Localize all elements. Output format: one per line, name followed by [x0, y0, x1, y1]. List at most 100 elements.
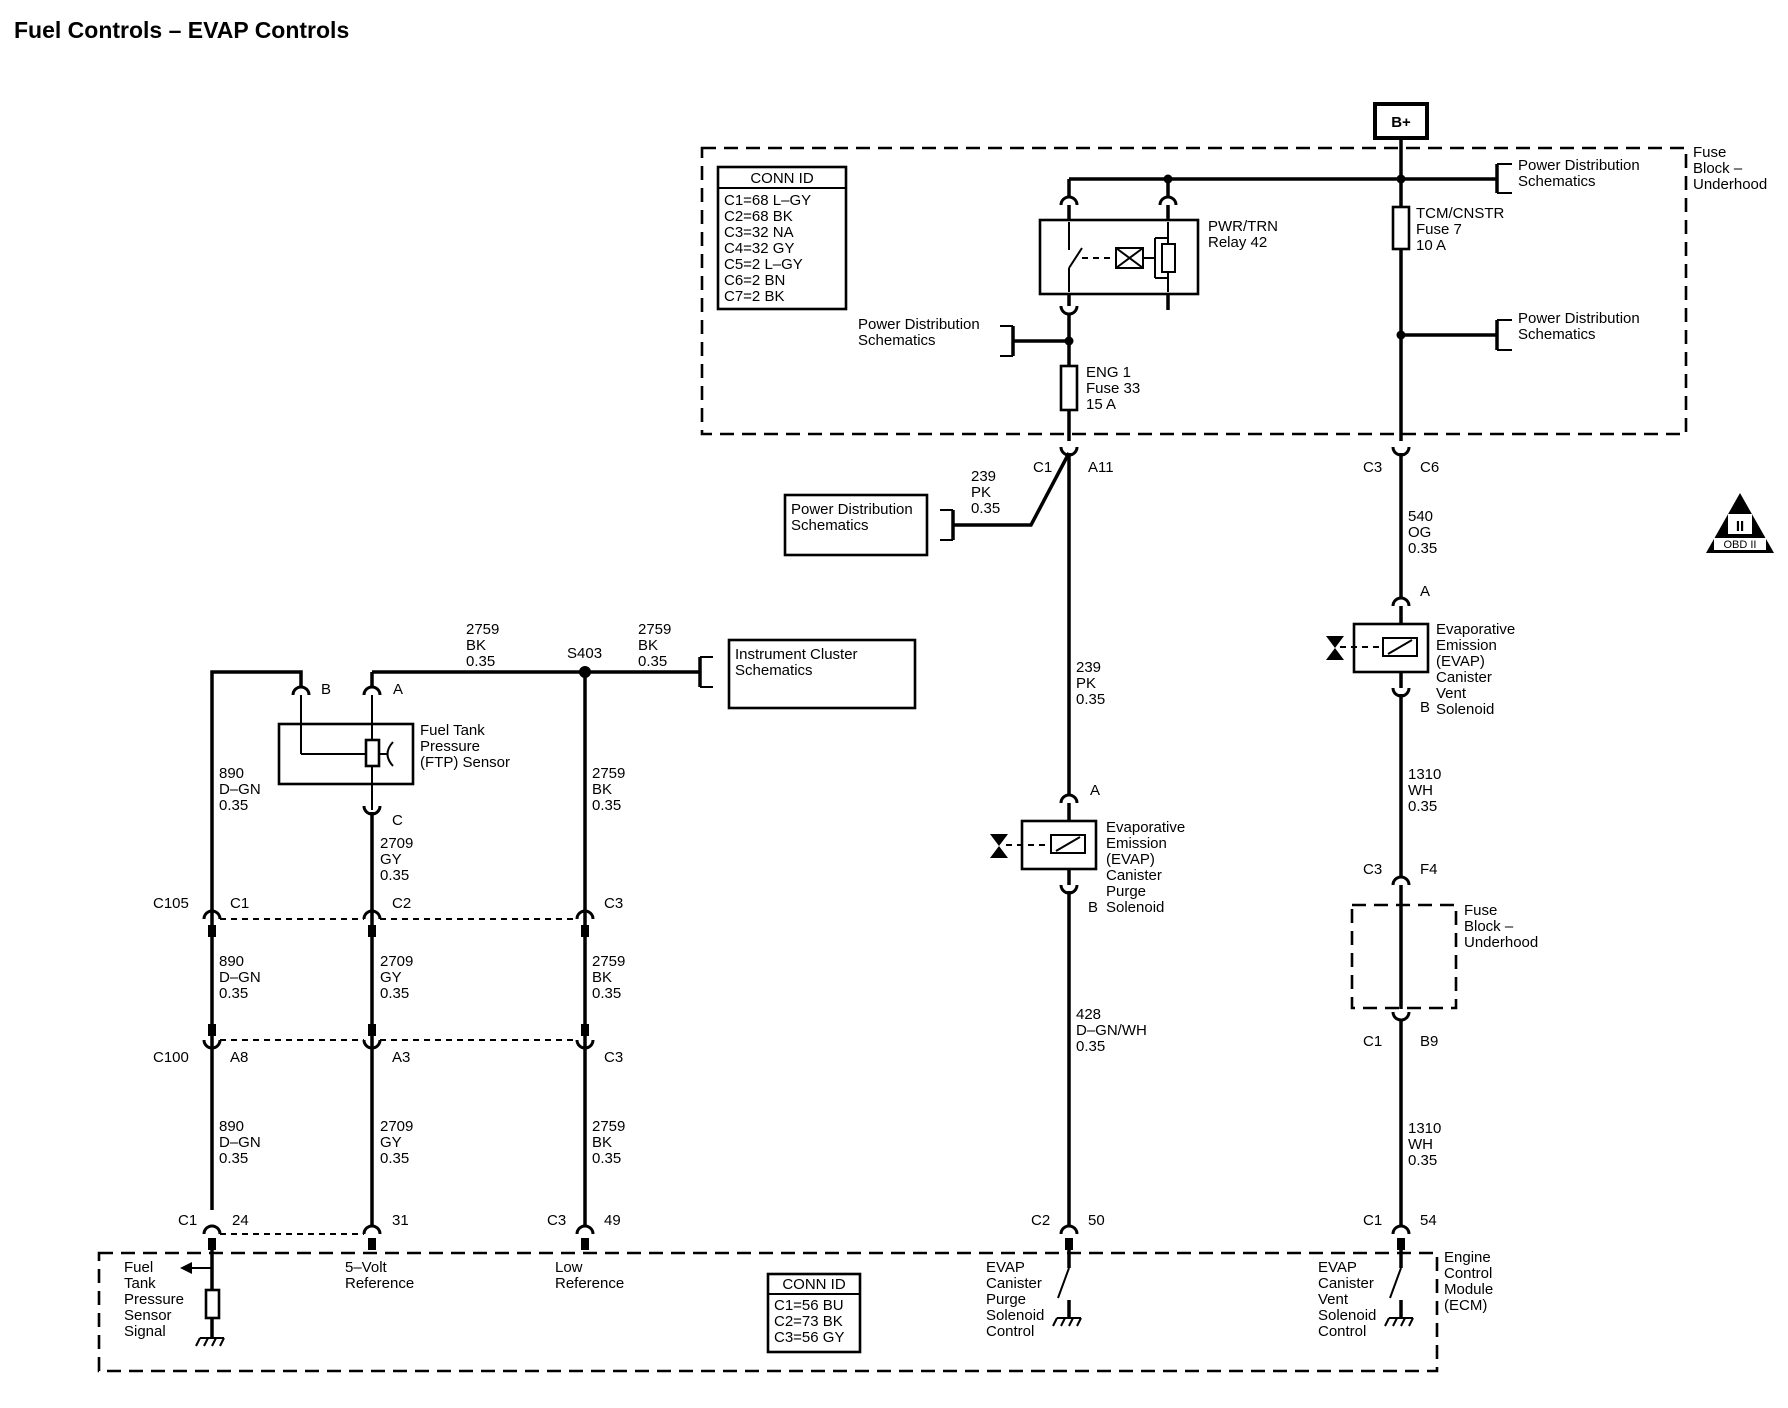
pin-label: C3: [547, 1212, 566, 1229]
ecm-pin-description: EVAP: [986, 1259, 1025, 1276]
wire-label: 2709: [380, 1118, 413, 1135]
engine-control-module: Engine Control Module (ECM) Fuel Tank Pr…: [97, 1249, 1493, 1373]
wire-label: 890: [219, 953, 244, 970]
ftp-sensor-label: Pressure: [420, 738, 480, 755]
wire-label: GY: [380, 1134, 402, 1151]
pin-label: A3: [392, 1049, 410, 1066]
ecm-pin-description: Solenoid: [986, 1307, 1044, 1324]
pwr-trn-relay: PWR/TRN Relay 42: [1038, 179, 1278, 366]
wire-label: D–GN: [219, 969, 261, 986]
ecm-pin-description: Vent: [1318, 1291, 1349, 1308]
pin-label: A: [393, 681, 403, 698]
battery-positive-label: B+: [1391, 114, 1411, 131]
conn-id-row: C2=73 BK: [774, 1313, 843, 1330]
pin-label: C3: [604, 1049, 623, 1066]
eng-fuse-label: Fuse 33: [1086, 380, 1140, 397]
ftp-sensor-label: (FTP) Sensor: [420, 754, 510, 771]
pin-label: C1: [230, 895, 249, 912]
pin-label: C3: [604, 895, 623, 912]
wire-label: 239: [971, 468, 996, 485]
vent-solenoid-label: Vent: [1436, 685, 1467, 702]
vent-solenoid-label: Emission: [1436, 637, 1497, 654]
wire-label: 2759: [466, 621, 499, 638]
eng-fuse-label: 15 A: [1086, 396, 1116, 413]
pin-label: C: [392, 812, 403, 829]
wire-label: 2709: [380, 835, 413, 852]
wire-label: 0.35: [592, 797, 621, 814]
pin-label: B: [1088, 899, 1098, 916]
ecm-pin-description: Solenoid: [1318, 1307, 1376, 1324]
wire-label: WH: [1408, 782, 1433, 799]
wire-label: PK: [1076, 675, 1096, 692]
conn-id-row: C7=2 BK: [724, 288, 784, 305]
pin-label: C3: [1363, 459, 1382, 476]
connector-c100: C100 A8 A3 C3: [153, 1024, 623, 1066]
wire-label: 890: [219, 1118, 244, 1135]
wire-label: BK: [592, 1134, 612, 1151]
ecm-pin-description: Canister: [986, 1275, 1042, 1292]
conn-id-row: C2=68 BK: [724, 208, 793, 225]
wire-label: 2709: [380, 953, 413, 970]
fuse-block-label-line3: Underhood: [1693, 176, 1767, 193]
conn-id-row: C6=2 BN: [724, 272, 785, 289]
instrument-cluster-box: [727, 638, 917, 710]
ecm-pin-description: 5–Volt: [345, 1259, 388, 1276]
wire-label: BK: [466, 637, 486, 654]
evap-purge-solenoid: A B Evaporative Emission (EVAP) Canister…: [990, 782, 1185, 916]
battery-positive: B+: [1373, 102, 1429, 207]
wire-label: 0.35: [1076, 1038, 1105, 1055]
fuse-block-underhood-top: Fuse Block – Underhood: [700, 144, 1767, 436]
pin-label: C2: [1031, 1212, 1050, 1229]
pin-label: B: [321, 681, 331, 698]
wire-label: 0.35: [219, 985, 248, 1002]
pin-label: 49: [604, 1212, 621, 1229]
conn-id-row: C5=2 L–GY: [724, 256, 803, 273]
relay-label: PWR/TRN: [1208, 218, 1278, 235]
ecm-pin-description: Signal: [124, 1323, 166, 1340]
wire-label: 239: [1076, 659, 1101, 676]
wire-label: 0.35: [219, 1150, 248, 1167]
wire-label: 890: [219, 765, 244, 782]
ecm-pin-description: Control: [1318, 1323, 1366, 1340]
wire-label: D–GN/WH: [1076, 1022, 1147, 1039]
ecm-pin-description: Tank: [124, 1275, 156, 1292]
ecm-pin-description: Fuel: [124, 1259, 153, 1276]
vent-solenoid-label: Canister: [1436, 669, 1492, 686]
fuse-block-label-line2: Block –: [1464, 918, 1514, 935]
pin-label: A: [1420, 583, 1430, 600]
wire-label: 0.35: [380, 1150, 409, 1167]
wire-label: 1310: [1408, 766, 1441, 783]
wire-label: OG: [1408, 524, 1431, 541]
wire-label: GY: [380, 969, 402, 986]
pin-label: A8: [230, 1049, 248, 1066]
ecm-label: (ECM): [1444, 1297, 1487, 1314]
vent-solenoid-label: Solenoid: [1436, 701, 1494, 718]
conn-id-row: C3=32 NA: [724, 224, 794, 241]
ecm-pin-description: Control: [986, 1323, 1034, 1340]
ecm-pin-description: Canister: [1318, 1275, 1374, 1292]
wire-label: GY: [380, 851, 402, 868]
wire-label: 0.35: [219, 797, 248, 814]
fuel-tank-pressure-sensor: B A C Fuel Tank Pressure (FTP) Sensor: [277, 672, 510, 829]
conn-id-row: C3=56 GY: [774, 1329, 844, 1346]
wire-label: 2759: [592, 953, 625, 970]
diagram-title: Fuel Controls – EVAP Controls: [14, 17, 349, 43]
conn-id-row: C4=32 GY: [724, 240, 794, 257]
wire-label: 0.35: [971, 500, 1000, 517]
wire-label: BK: [592, 969, 612, 986]
ecm-pin-description: EVAP: [1318, 1259, 1357, 1276]
wire-label: 2759: [638, 621, 671, 638]
wire-label: 0.35: [380, 867, 409, 884]
eng1-fuse: ENG 1 Fuse 33 15 A: [1059, 364, 1140, 441]
conn-id-header: CONN ID: [782, 1276, 846, 1293]
ecm-label: Control: [1444, 1265, 1492, 1282]
pin-label: F4: [1420, 861, 1438, 878]
pin-label: A: [1090, 782, 1100, 799]
pin-label: C3: [1363, 861, 1382, 878]
relay-label: Relay 42: [1208, 234, 1267, 251]
wire-label: 0.35: [592, 985, 621, 1002]
power-distribution-box: [783, 493, 929, 557]
fuse-block-label-line1: Fuse: [1693, 144, 1726, 161]
pin-label: 31: [392, 1212, 409, 1229]
purge-solenoid-label: Solenoid: [1106, 899, 1164, 916]
